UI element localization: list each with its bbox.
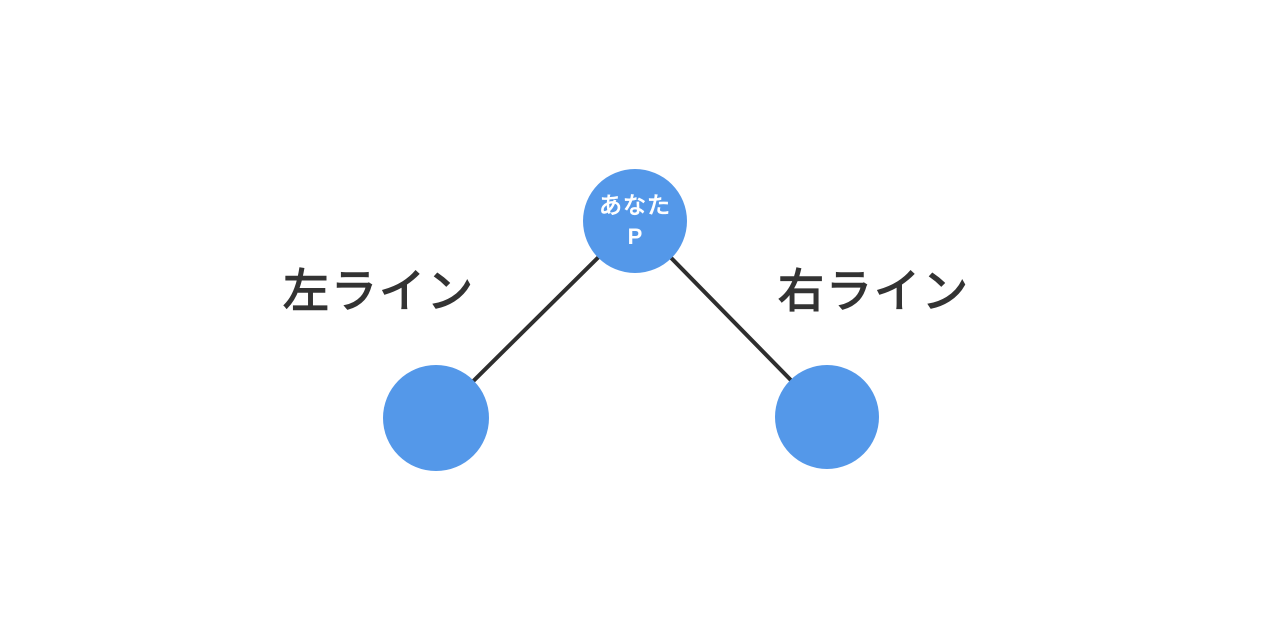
right-branch-label: 右ライン — [778, 265, 970, 317]
root-node: あなた P — [583, 169, 687, 273]
root-node-label-line1: あなた — [599, 192, 671, 219]
right-child-node — [775, 365, 879, 469]
root-node-label-line2: P — [627, 224, 643, 250]
left-child-node — [383, 365, 489, 471]
left-branch-label: 左ライン — [283, 265, 475, 317]
